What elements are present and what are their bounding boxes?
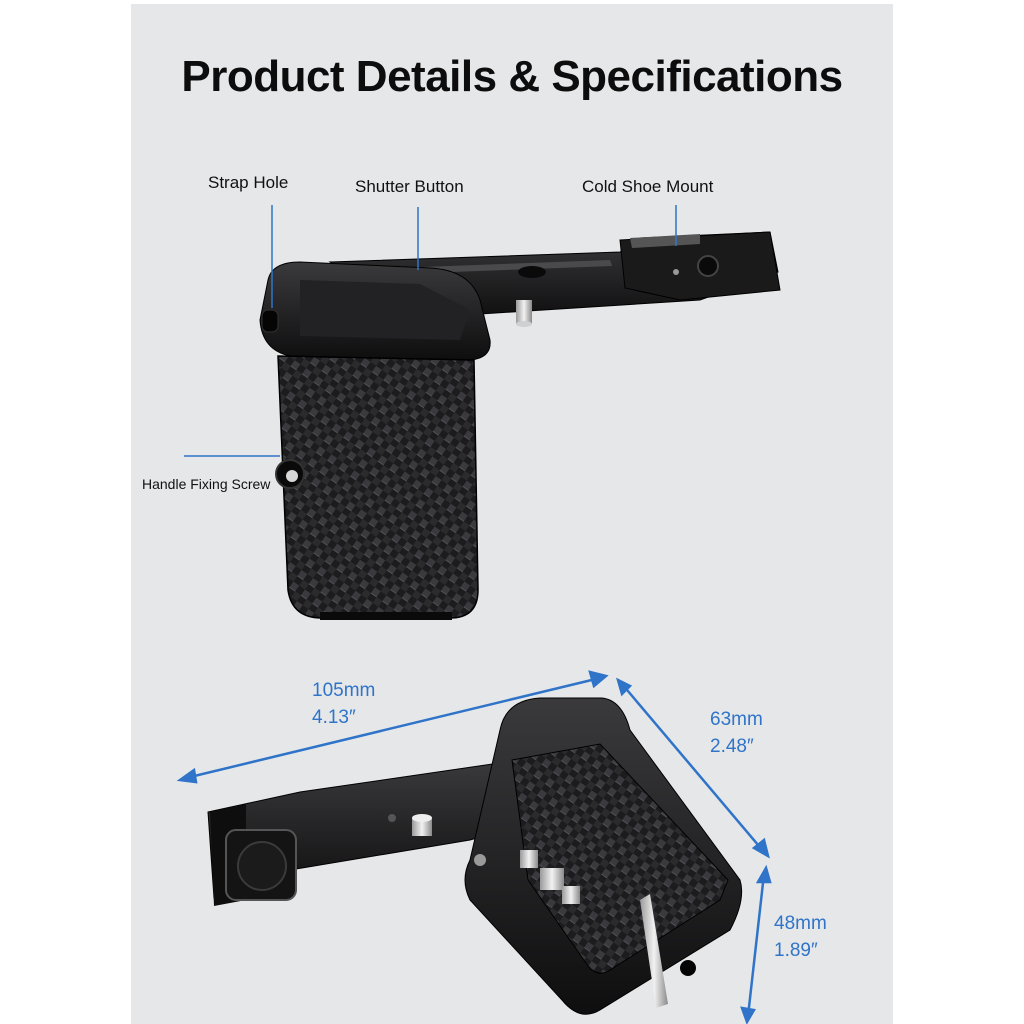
depth-arrowhead-end [751, 837, 770, 859]
top-product-view [259, 231, 781, 620]
dimension-length-in: 4.13″ [312, 707, 356, 728]
depth-arrow [621, 683, 765, 853]
height-arrowhead-start [755, 864, 772, 884]
length-arrow [185, 676, 601, 780]
dimension-depth: 63mm 2.48″ [710, 706, 763, 760]
dimension-length: 105mm 4.13″ [312, 677, 375, 731]
depth-arrowhead-start [616, 677, 633, 697]
dimension-height: 48mm 1.89″ [774, 910, 827, 964]
dimension-arrows [176, 670, 772, 1024]
dimension-depth-mm: 63mm [710, 709, 763, 730]
dimension-height-mm: 48mm [774, 913, 827, 934]
callout-cold-shoe-mount: Cold Shoe Mount [582, 177, 714, 196]
height-arrowhead-end [740, 1006, 756, 1024]
length-arrowhead-end [588, 670, 609, 689]
dimension-depth-in: 2.48″ [710, 736, 754, 757]
length-arrowhead-start [176, 767, 198, 784]
height-arrow [746, 873, 766, 1017]
callout-shutter-button: Shutter Button [355, 177, 464, 196]
bottom-product-view [207, 697, 743, 1015]
callout-lines [184, 205, 677, 457]
dimension-length-mm: 105mm [312, 680, 376, 701]
dimension-height-in: 1.89″ [774, 940, 818, 961]
callout-handle-fixing-screw: Handle Fixing Screw [142, 476, 271, 492]
page-title: Product Details & Specifications [181, 52, 843, 101]
callout-strap-hole: Strap Hole [208, 173, 289, 192]
